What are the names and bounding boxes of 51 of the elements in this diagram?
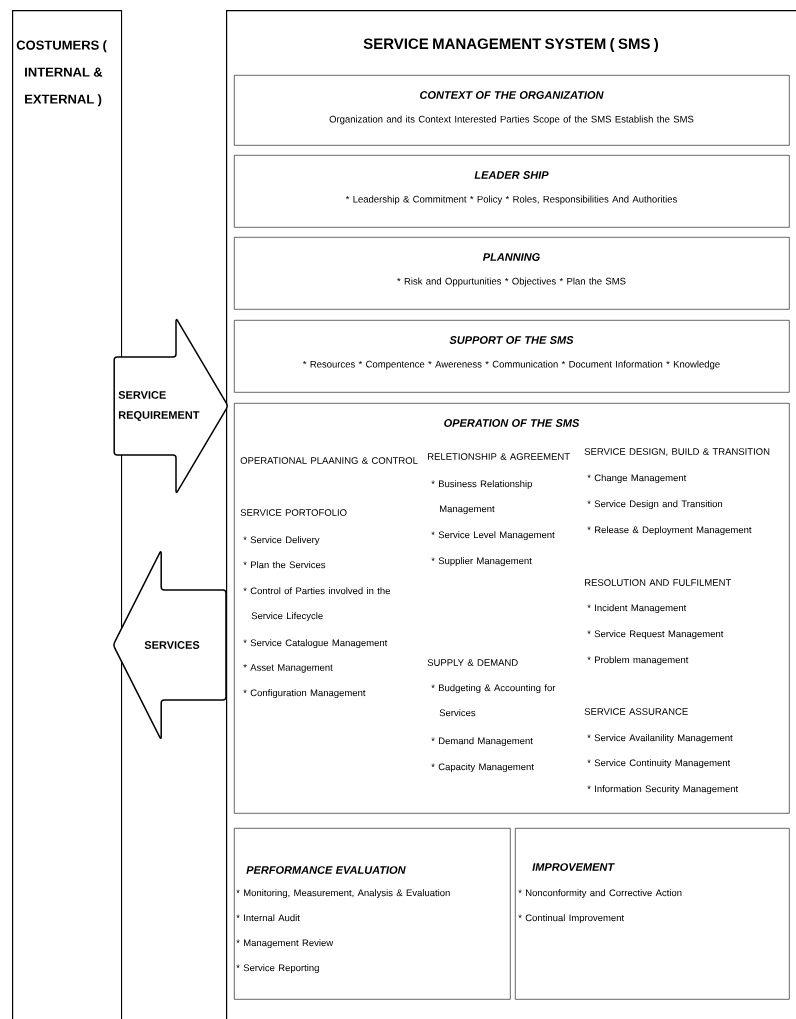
list-item: * Internal Audit	[236, 914, 300, 922]
section-heading: PERFORMANCE EVALUATION	[246, 866, 406, 874]
subsection-heading: SERVICE PORTOFOLIO	[240, 509, 347, 516]
list-item: * Problem management	[587, 656, 689, 666]
list-item: * Business Relationship Management	[431, 480, 532, 515]
edge-label: SERVICES	[144, 641, 200, 649]
section-text: * Risk and Oppurtunities * Objectives * Plan the SMS	[397, 277, 626, 287]
list-item: * Information Security Management	[587, 785, 739, 795]
list-item: * Configuration Management	[243, 689, 366, 699]
section-text: * Leadership & Commitment * Policy * Roles, Responsibilities And Authorities	[345, 195, 677, 205]
list-item: * Plan the Services	[243, 561, 326, 569]
list-item: * Service Request Management	[587, 630, 724, 640]
list-item: * Service Reporting	[236, 964, 319, 974]
subsection-heading: SUPPLY & DEMAND	[427, 659, 518, 666]
subsection-heading: RELETIONSHIP & AGREEMENT	[428, 453, 570, 460]
list-item: * Service Level Management	[431, 531, 555, 541]
list-item: * Service Availanility Management	[587, 734, 733, 744]
list-item: * Service Catalogue Management	[243, 639, 388, 649]
system-title: SERVICE MANAGEMENT SYSTEM ( SMS )	[363, 38, 659, 52]
list-item: * Demand Management	[431, 737, 533, 747]
list-item: * Service Delivery	[243, 536, 320, 546]
section-heading: OPERATION OF THE SMS	[444, 419, 580, 427]
list-item: * Monitoring, Measurement, Analysis & Evaluation	[236, 889, 450, 899]
list-item: * Budgeting & Accounting for Services	[431, 684, 556, 717]
subsection-heading: SERVICE DESIGN, BUILD & TRANSITION	[584, 448, 770, 457]
section-heading: LEADER SHIP	[474, 171, 549, 179]
subsection-heading: SERVICE ASSURANCE	[584, 708, 688, 715]
section-text: * Resources * Compentence * Awereness * Communication * Document Information * Knowledge	[302, 360, 720, 370]
section-heading: PLANNING	[482, 253, 540, 261]
column-heading: COSTUMERS ( INTERNAL & EXTERNAL )	[16, 40, 107, 107]
list-item: * Supplier Management	[431, 557, 532, 567]
list-item: * Control of Parties involved in the Service Lifecycle	[243, 587, 390, 622]
list-item: * Change Management	[587, 474, 687, 484]
list-item: * Continual Improvement	[518, 914, 625, 924]
list-item: * Release & Deployment Management	[587, 526, 752, 536]
block-arrow	[113, 318, 228, 494]
list-item: * Asset Management	[243, 664, 333, 673]
list-item: * Management Review	[236, 939, 334, 949]
list-item: * Nonconformity and Corrective Action	[518, 889, 682, 899]
subsection-heading: OPERATIONAL PLAANING & CONTROL	[240, 457, 418, 464]
list-item: * Capacity Management	[431, 763, 534, 773]
section-heading: CONTEXT OF THE ORGANIZATION	[420, 91, 604, 99]
block-arrow	[113, 550, 227, 740]
list-item: * Incident Management	[587, 604, 687, 614]
list-item: * Service Design and Transition	[587, 500, 723, 510]
section-heading: IMPROVEMENT	[532, 863, 615, 871]
subsection-heading: RESOLUTION AND FULFILMENT	[585, 579, 732, 586]
list-item: * Service Continuity Management	[587, 759, 731, 769]
section-heading: SUPPORT OF THE SMS	[449, 336, 574, 344]
edge-label: SERVICE REQUIREMENT	[118, 391, 200, 421]
section-text: Organization and its Context Interested Parties Scope of the SMS Establish the SMS	[329, 115, 694, 125]
